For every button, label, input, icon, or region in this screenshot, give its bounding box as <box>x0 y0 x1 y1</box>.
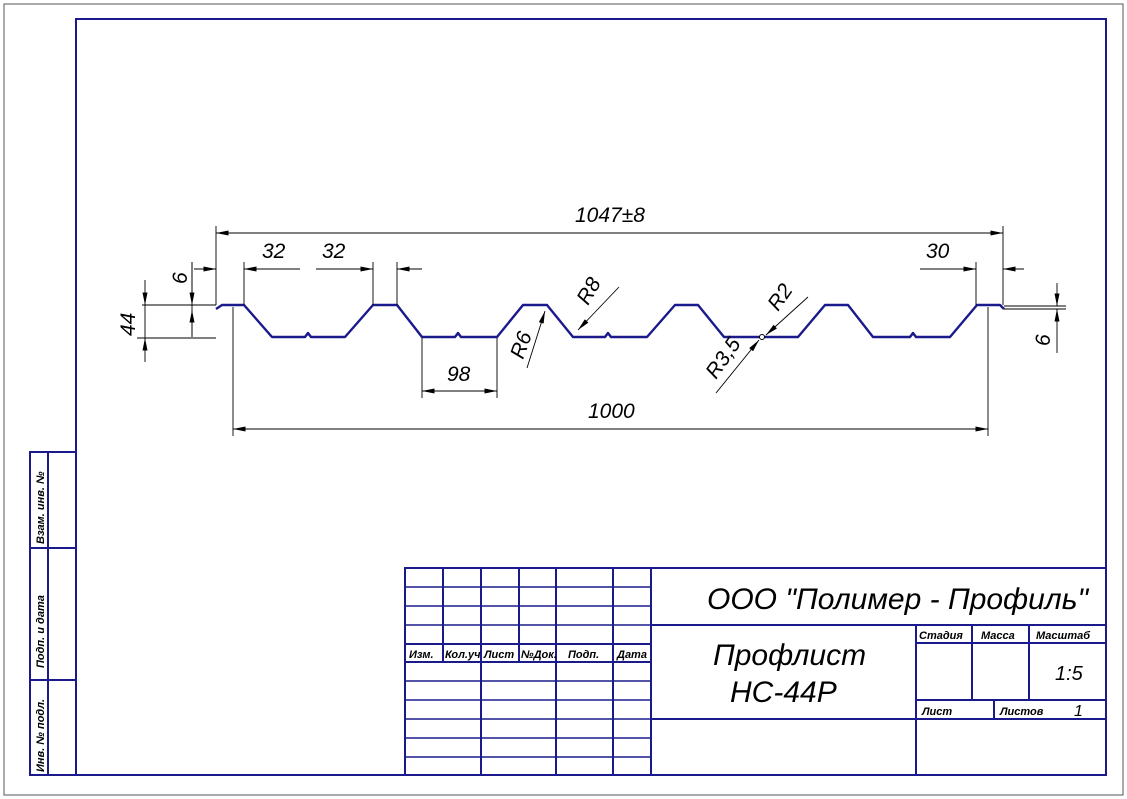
rev-header-sheet: Лист <box>483 649 514 661</box>
stage-label: Стадия <box>919 630 963 642</box>
dim-trough: 98 <box>447 363 471 386</box>
drawing-name-line2: НС-44Р <box>730 676 837 709</box>
profile-line <box>215 303 1005 339</box>
dim-r6: R6 <box>506 328 537 361</box>
dim-r35: R3,5 <box>701 333 745 383</box>
dim-crest-second: 32 <box>322 240 346 263</box>
dim-useful-width: 1000 <box>588 400 635 423</box>
dimension-lines <box>137 226 1066 436</box>
sheets-value: 1 <box>1074 703 1083 720</box>
drawing-name-line1: Профлист <box>713 639 866 672</box>
side-cell-signature: Подп. и дата <box>35 595 47 668</box>
title-block-grid <box>404 567 1107 776</box>
side-cell-replacement: Взам. инв. № <box>35 471 47 544</box>
sheet-label: Лист <box>921 706 952 718</box>
dim-height: 44 <box>117 313 140 336</box>
dim-crest-right: 30 <box>926 240 950 263</box>
rev-header-qty: Кол.уч <box>445 649 481 661</box>
side-cell-inventory: Инв. № подл. <box>35 699 47 772</box>
r35-mark <box>759 334 765 340</box>
side-strip <box>29 451 77 776</box>
rev-header-doc: №Док. <box>521 649 557 661</box>
scale-value: 1:5 <box>1055 663 1084 685</box>
dim-r8: R8 <box>572 273 606 308</box>
dim-r2: R2 <box>763 279 797 314</box>
mass-label: Масса <box>981 630 1015 642</box>
rev-header-date: Дата <box>616 649 647 661</box>
dim-lip-right: 6 <box>1032 334 1055 346</box>
rev-header-change: Изм. <box>409 649 434 661</box>
sheets-label: Листов <box>999 706 1044 718</box>
company-name: ООО "Полимер - Профиль" <box>707 583 1090 616</box>
dim-overall-width: 1047±8 <box>575 204 645 227</box>
rev-header-sign: Подп. <box>568 649 599 661</box>
outer-border <box>3 3 1124 796</box>
dim-lip-left: 6 <box>169 272 192 284</box>
scale-label: Масштаб <box>1036 630 1091 642</box>
dim-crest-left: 32 <box>262 240 286 263</box>
